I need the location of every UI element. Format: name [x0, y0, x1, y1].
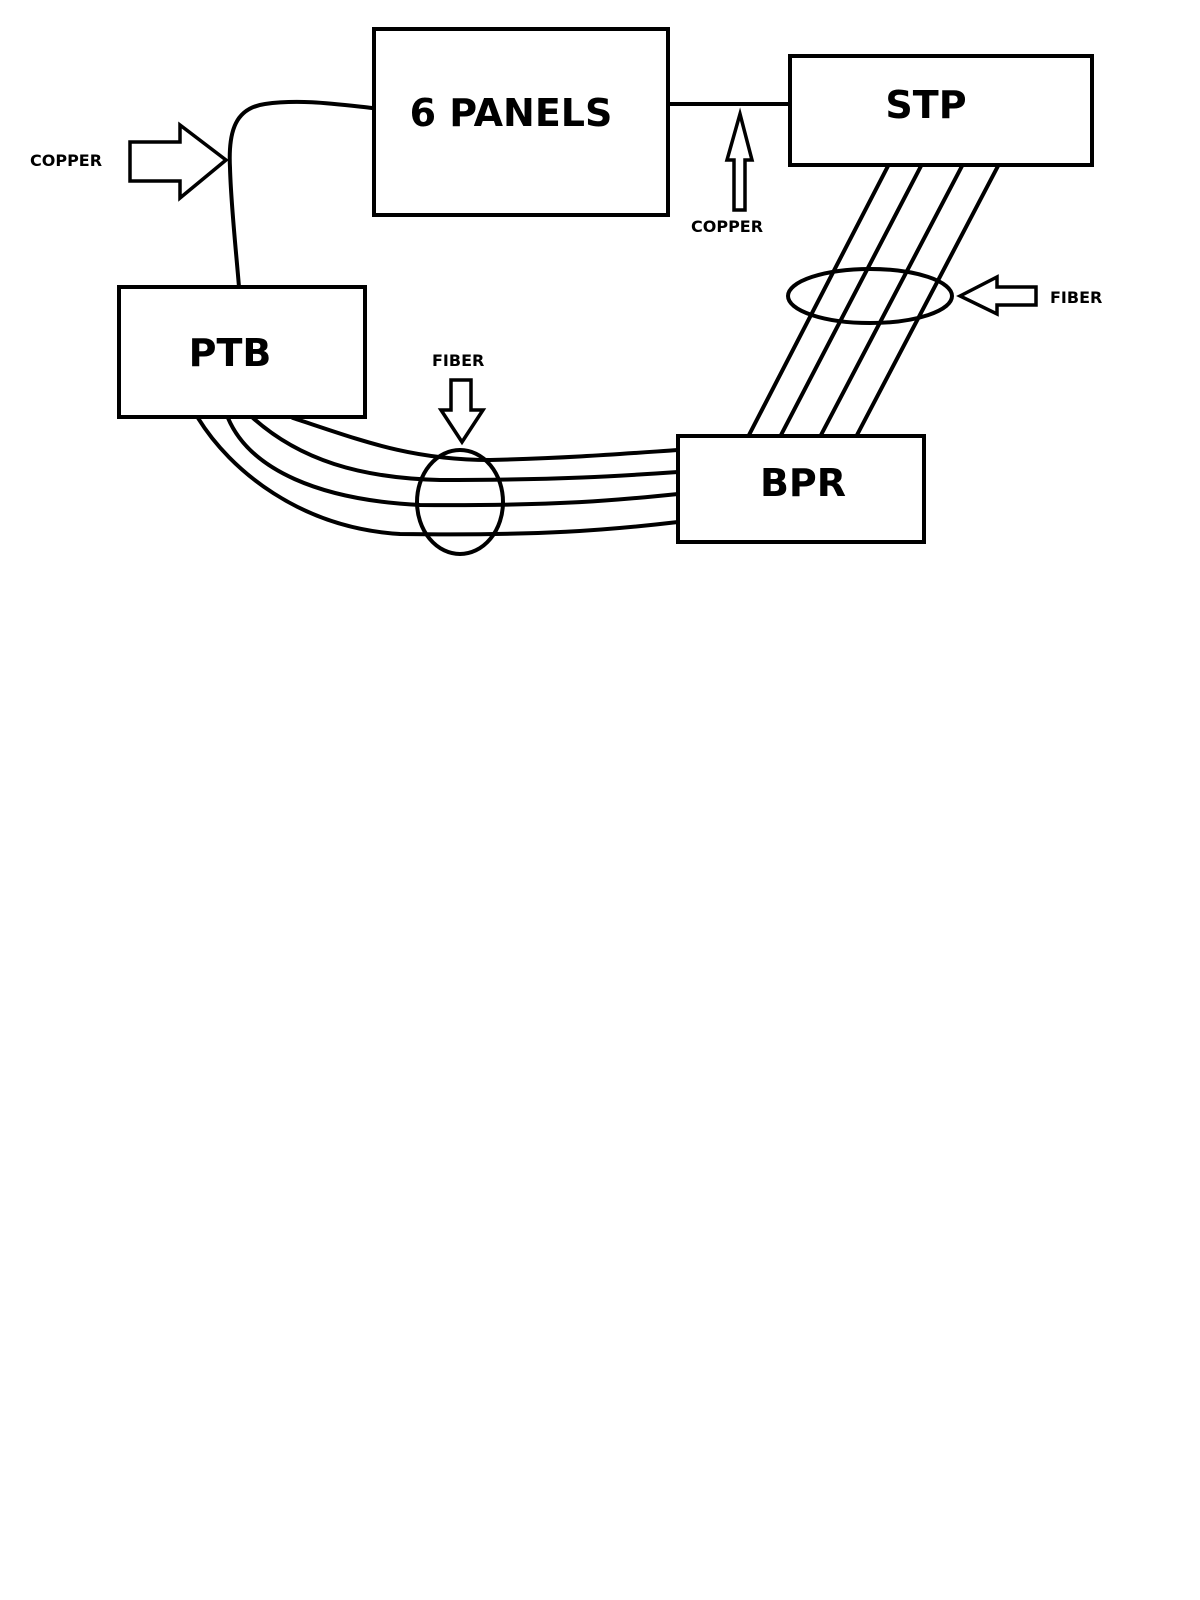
fiber-callout-arrow-down [437, 378, 487, 446]
fiber-bundle-ptb-bpr [196, 416, 680, 537]
connections [196, 99, 1000, 537]
copper-link-ptb-panels [227, 99, 374, 289]
fiber-callout-arrow-left [956, 274, 1038, 317]
fiber-bundle-ring-bottom [415, 448, 505, 556]
node-stp-box [788, 54, 1094, 167]
fiber-strand [251, 416, 680, 483]
node-6-panels: 6 PANELS [372, 27, 670, 217]
node-stp: STP [788, 54, 1094, 167]
copper-callout-label-top: COPPER [691, 217, 763, 236]
fiber-bundle-ring-right [786, 267, 954, 325]
fiber-bundle-stp-bpr [747, 164, 1000, 437]
fiber-strand [747, 164, 890, 437]
fiber-strand [226, 416, 680, 508]
node-6-panels-label: 6 PANELS [410, 91, 613, 135]
node-ptb: PTB [117, 285, 367, 419]
node-ptb-box [117, 285, 367, 419]
node-bpr-box [676, 434, 926, 544]
fiber-callout-label-right: FIBER [1050, 288, 1102, 307]
fiber-strand [196, 416, 680, 537]
node-bpr-label: BPR [760, 461, 846, 505]
copper-callout-arrow-right [128, 121, 229, 202]
node-stp-label: STP [885, 83, 966, 127]
fiber-strand [291, 416, 680, 463]
node-bpr: BPR [676, 434, 926, 544]
copper-callout-arrow-up [724, 107, 755, 212]
fiber-strand [819, 164, 964, 437]
fiber-strand [779, 164, 923, 437]
fiber-callout-label-bottom: FIBER [432, 351, 484, 370]
copper-callout-label-left: COPPER [30, 151, 102, 170]
fiber-strand [855, 164, 1000, 437]
node-ptb-label: PTB [189, 331, 272, 375]
node-6-panels-box [372, 27, 670, 217]
